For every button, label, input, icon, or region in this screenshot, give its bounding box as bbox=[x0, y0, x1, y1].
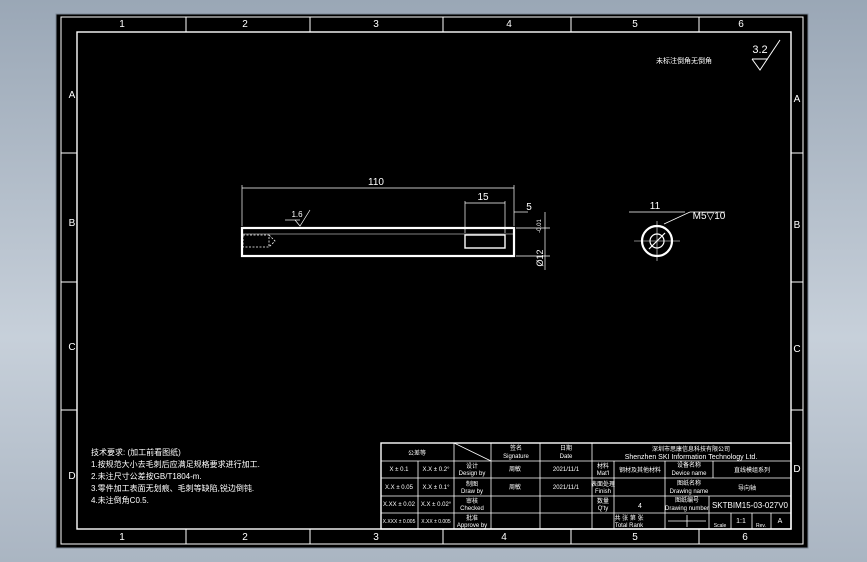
tb-finish-label: 表面处理 bbox=[591, 480, 615, 488]
tb-header-tolerance: 公差等 bbox=[408, 449, 426, 457]
row-label-c: C bbox=[68, 342, 75, 353]
tb-row3-a: X.XX ± 0.02 bbox=[383, 502, 416, 508]
technical-requirements: 技术要求: (加工前看图纸) 1.按规范大小去毛刺后应满足规格要求进行加工. 2… bbox=[91, 447, 260, 505]
tb-number-en: Drawing number bbox=[665, 506, 709, 512]
row-label-b: B bbox=[69, 218, 76, 229]
tb-company-cn: 深圳市思康信息科技有限公司 bbox=[652, 445, 730, 453]
dim-diameter: Ø12 bbox=[535, 249, 545, 266]
tb-qty-value: 4 bbox=[638, 503, 642, 510]
tech-req-line-3: 3.零件加工表面无划痕、毛刺等缺陷,锐边倒钝. bbox=[91, 483, 254, 493]
row-label-d-right: D bbox=[793, 464, 800, 475]
tb-sign-label: 签名 bbox=[510, 444, 522, 452]
row-label-d: D bbox=[68, 471, 75, 482]
tb-row3-role-cn: 审核 bbox=[466, 497, 478, 505]
tb-row1-b: X.X ± 0.2° bbox=[422, 467, 450, 473]
tb-row2-name: 周敏 bbox=[509, 483, 521, 491]
roughness-symbol: 3.2 bbox=[751, 39, 781, 71]
zone-labels: 1 2 3 4 5 6 1 2 3 4 5 6 A B C D A B C D bbox=[68, 19, 800, 543]
tech-req-title: 技术要求: (加工前看图纸) bbox=[91, 447, 181, 457]
outer-border bbox=[60, 16, 804, 545]
col-label-4-bottom: 4 bbox=[501, 532, 507, 543]
tb-row2-b: X.X ± 0.1° bbox=[422, 485, 450, 491]
col-label-6-bottom: 6 bbox=[742, 532, 748, 543]
dimension-lines bbox=[241, 185, 550, 270]
col-label-3: 3 bbox=[373, 19, 379, 30]
dim-length: 110 bbox=[368, 177, 384, 188]
tb-qty-label: 数量 bbox=[597, 497, 609, 505]
tb-device-label: 设备名称 bbox=[677, 461, 701, 469]
tech-req-line-1: 1.按规范大小去毛刺后应满足规格要求进行加工. bbox=[91, 459, 260, 469]
shaft-side-view: 11 M5▽10 bbox=[629, 201, 726, 261]
dim-width: 11 bbox=[650, 201, 661, 212]
col-label-1: 1 bbox=[119, 19, 125, 30]
tb-material-label: 材料 bbox=[597, 462, 609, 470]
tb-row2-a: X.X ± 0.05 bbox=[385, 485, 414, 491]
col-label-3-bottom: 3 bbox=[373, 532, 379, 543]
tb-row2-role: Draw by bbox=[461, 489, 483, 495]
tb-row4-a: X.XXX ± 0.005 bbox=[383, 519, 416, 525]
shaft-front-view: 110 15 5 Ø12 -0.01 1.6 bbox=[240, 177, 550, 270]
dim-slot-length: 15 bbox=[477, 192, 489, 203]
tb-row1-role-cn: 设计 bbox=[466, 462, 478, 470]
dim-slot-offset: 5 bbox=[526, 202, 532, 213]
tb-scale-value: 1:1 bbox=[736, 518, 746, 525]
tb-rev-value: A bbox=[778, 518, 783, 525]
tb-row1-a: X ± 0.1 bbox=[390, 467, 410, 473]
zone-ticks bbox=[61, 17, 803, 544]
dim-tolerance: -0.01 bbox=[537, 219, 543, 233]
col-label-1-bottom: 1 bbox=[119, 532, 125, 543]
col-label-5-bottom: 5 bbox=[632, 532, 638, 543]
title-block: 公差等 签名 Signature 日期 Date 深圳市思康信息科技有限公司 S… bbox=[380, 442, 792, 530]
col-label-5: 5 bbox=[632, 19, 638, 30]
tb-row3-b: X.X ± 0.02° bbox=[421, 502, 452, 508]
tb-total-label: 共 张 第 张 bbox=[614, 514, 643, 522]
tb-material-en: Mat'l bbox=[597, 471, 609, 477]
roughness-value: 3.2 bbox=[752, 44, 767, 56]
tb-row4-role-cn: 批准 bbox=[466, 514, 478, 522]
row-label-b-right: B bbox=[794, 220, 801, 231]
tb-row3-role: Checked bbox=[460, 506, 484, 512]
row-label-c-right: C bbox=[793, 344, 800, 355]
col-label-2: 2 bbox=[242, 19, 248, 30]
tb-row1-role: Design by bbox=[459, 471, 486, 477]
thread-hole bbox=[242, 234, 276, 248]
dim-thread: M5▽10 bbox=[693, 211, 726, 222]
tb-number-value: SKTBIM15-03-027V0 bbox=[712, 501, 789, 510]
tb-date-en: Date bbox=[560, 454, 573, 460]
tb-material-value: 钢材及其他材料 bbox=[619, 466, 661, 474]
col-label-4: 4 bbox=[506, 19, 512, 30]
tech-req-line-2: 2.未注尺寸公差按GB/T1804-m. bbox=[91, 471, 202, 481]
tb-rev-label: Rev. bbox=[756, 523, 766, 529]
tb-sign-en: Signature bbox=[503, 454, 529, 460]
tb-qty-en: Q'ty bbox=[598, 506, 608, 512]
tb-device-value: 直线模组系列 bbox=[734, 466, 770, 474]
tb-scale-label: Scale bbox=[714, 523, 727, 529]
row-label-a-right: A bbox=[794, 94, 801, 105]
tb-date-label: 日期 bbox=[560, 444, 572, 452]
roughness-label: 1.6 bbox=[291, 210, 303, 219]
flat-slot bbox=[464, 234, 506, 249]
tb-row4-b: X.XX ± 0.005 bbox=[421, 519, 451, 525]
tb-company-en: Shenzhen SKI Information Technology Ltd. bbox=[625, 454, 758, 461]
col-label-2-bottom: 2 bbox=[242, 532, 248, 543]
tb-total-en: Total Rank bbox=[615, 523, 644, 529]
tb-row4-role: Approve by bbox=[457, 523, 487, 529]
tb-device-en: Device name bbox=[671, 471, 707, 477]
top-note: 未标注倒角无倒角 bbox=[656, 56, 712, 65]
tb-drawing-value: 导向轴 bbox=[738, 484, 756, 492]
drawing-sheet bbox=[55, 13, 809, 549]
tech-req-line-4: 4.未注倒角C0.5. bbox=[91, 495, 149, 505]
tb-finish-en: Finish bbox=[595, 489, 611, 495]
tb-row1-date: 2021/11/1 bbox=[553, 467, 580, 473]
tb-row1-name: 周敏 bbox=[509, 465, 521, 473]
col-label-6: 6 bbox=[738, 19, 744, 30]
tb-drawing-en: Drawing name bbox=[670, 489, 709, 495]
tb-number-label: 图纸编号 bbox=[675, 496, 699, 504]
row-label-a: A bbox=[69, 90, 76, 101]
tb-drawing-label: 图纸名称 bbox=[677, 479, 701, 487]
tb-row2-date: 2021/11/1 bbox=[553, 485, 580, 491]
tb-row2-role-cn: 制图 bbox=[466, 480, 478, 488]
shaft-outline bbox=[240, 226, 516, 258]
